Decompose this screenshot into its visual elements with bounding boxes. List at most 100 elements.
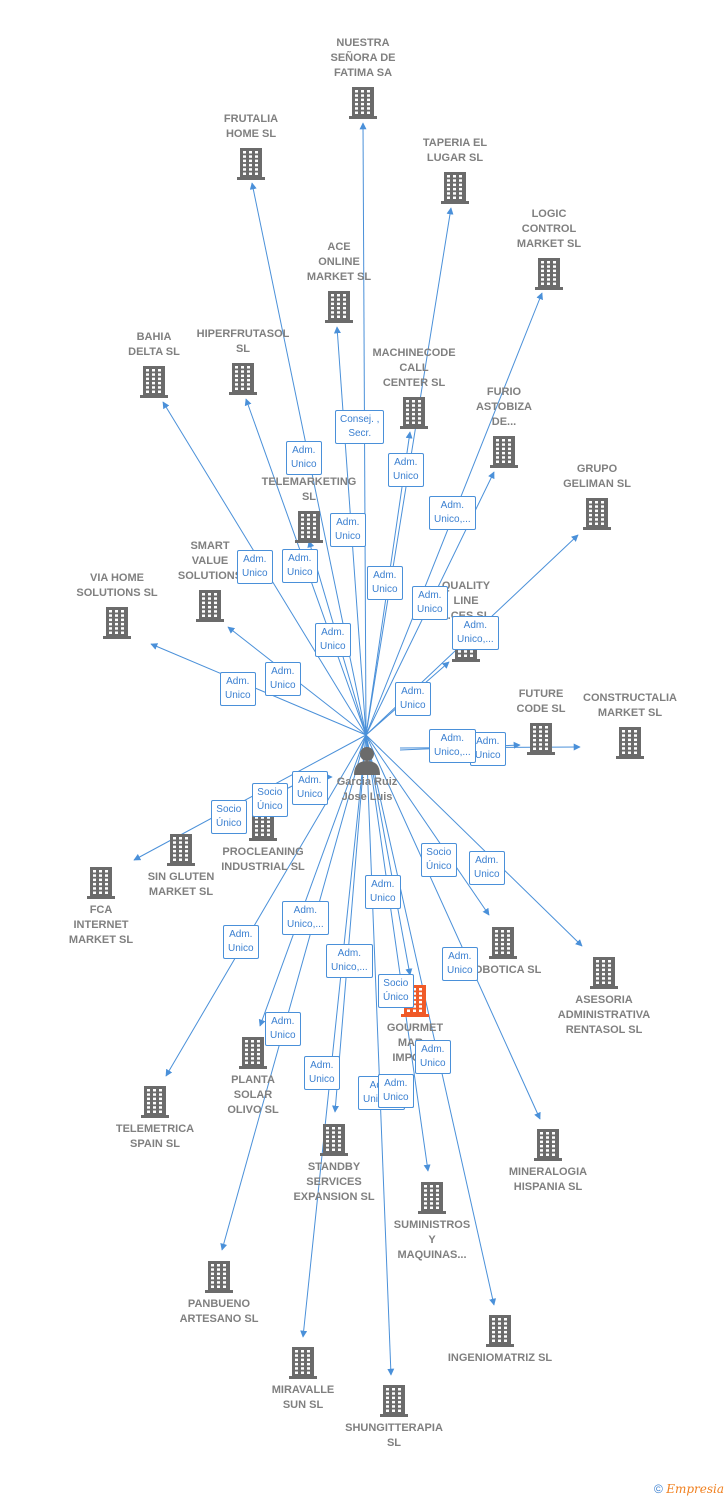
company-label-line: LOGIC: [531, 208, 567, 220]
role-badge[interactable]: Adm.Unico: [330, 513, 366, 547]
building-icon: [167, 834, 195, 866]
role-badge[interactable]: Adm.Unico: [365, 875, 401, 909]
role-badge[interactable]: Adm.Unico: [220, 672, 256, 706]
role-badge[interactable]: Adm.Unico: [388, 453, 424, 487]
role-badge[interactable]: Adm.Unico: [265, 1012, 301, 1046]
building-icon: [400, 397, 428, 429]
role-badge[interactable]: Adm.Unico: [412, 586, 448, 620]
role-badge[interactable]: Adm.Unico: [395, 682, 431, 716]
edge-telemetrica: [165, 734, 367, 1077]
role-badge[interactable]: Adm.Unico: [442, 947, 478, 981]
role-badge[interactable]: Adm.Unico,...: [326, 944, 373, 978]
role-badge[interactable]: Adm.Unico: [286, 441, 322, 475]
company-label-line: ASESORIA: [575, 994, 633, 1006]
person-node[interactable]: Garcia Ruiz Jose Luis: [317, 745, 417, 805]
role-badge[interactable]: Adm.Unico: [265, 662, 301, 696]
role-badge[interactable]: Adm.Unico: [237, 550, 273, 584]
role-badge-line: Adm.: [292, 445, 316, 456]
role-badge-line: Unico: [335, 531, 361, 542]
role-badge-line: Adm.: [288, 553, 312, 564]
role-badge[interactable]: Adm.Unico: [223, 925, 259, 959]
role-badge[interactable]: Adm.Unico,...: [452, 616, 499, 650]
role-badge[interactable]: Adm.Unico: [415, 1040, 451, 1074]
company-label-line: MARKET SL: [306, 271, 372, 283]
company-label-line: PLANTA: [231, 1074, 275, 1086]
company-node-ingeniomatriz[interactable]: INGENIOMATRIZ SL: [445, 1313, 555, 1366]
role-badge-line: Unico: [228, 943, 254, 954]
role-badge[interactable]: Adm.Unico: [315, 623, 351, 657]
company-label: ...OBOTICA SL: [448, 963, 558, 978]
role-badge-line: Adm.: [271, 666, 295, 677]
company-label-line: ONLINE: [318, 256, 360, 268]
edge-robotica: [365, 734, 490, 916]
company-label-line: FATIMA SA: [333, 67, 393, 79]
role-badge-line: Adm.: [421, 1044, 445, 1055]
company-node-robotica[interactable]: ...OBOTICA SL: [448, 925, 558, 978]
building-icon: [490, 436, 518, 468]
building-icon: [527, 723, 555, 755]
role-badge-line: Unico,...: [331, 962, 368, 973]
role-badge[interactable]: Adm.Unico: [378, 1074, 414, 1108]
role-badge[interactable]: Adm.Unico: [469, 851, 505, 885]
building-icon: [141, 1086, 169, 1118]
edge-suministros: [365, 734, 431, 1172]
role-badge[interactable]: Adm.Unico,...: [429, 729, 476, 763]
person-name-line1: Garcia Ruiz: [336, 776, 398, 788]
role-badge[interactable]: Adm.Unico,...: [282, 901, 329, 935]
role-badge-line: Unico,...: [434, 514, 471, 525]
role-badge[interactable]: Adm.Unico: [304, 1056, 340, 1090]
company-label-line: SOLAR: [233, 1089, 273, 1101]
role-badge-line: Adm.: [293, 905, 318, 916]
company-label-line: MACHINECODE: [372, 347, 456, 359]
company-label-line: SUMINISTROS: [393, 1219, 471, 1231]
role-badge[interactable]: Adm.Unico,...: [429, 496, 476, 530]
company-label-line: GRUPO: [576, 463, 618, 475]
role-badge[interactable]: Adm.Unico: [282, 549, 318, 583]
role-badge[interactable]: Adm.Unico: [470, 732, 506, 766]
role-badge-line: Adm.: [373, 570, 397, 581]
company-label-line: CENTER SL: [382, 377, 446, 389]
role-badge[interactable]: Adm.Unico: [292, 771, 328, 805]
role-badge[interactable]: Adm.Unico: [367, 566, 403, 600]
building-icon: [229, 363, 257, 395]
role-badge-line: Unico: [474, 869, 500, 880]
role-badge[interactable]: Consej. ,Secr.: [335, 410, 385, 444]
role-badge-line: Socio: [383, 978, 409, 989]
